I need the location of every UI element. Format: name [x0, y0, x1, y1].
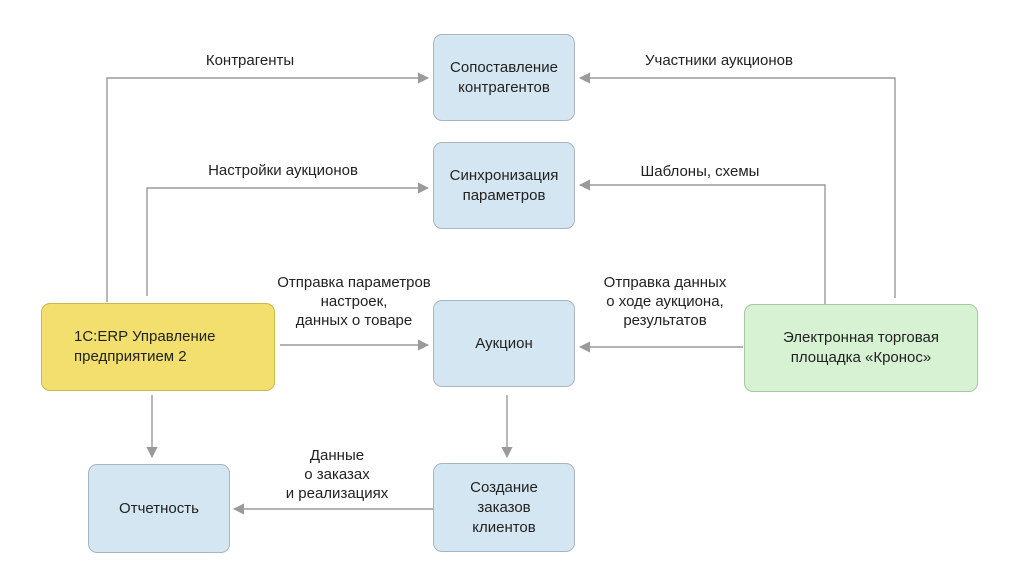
arrow-erp-to-sync [146, 182, 430, 296]
arrow-kronos-to-sync [578, 179, 826, 304]
node-counterparty-matching-label: Сопоставление контрагентов [450, 58, 558, 96]
node-counterparty-matching: Сопоставление контрагентов [433, 34, 575, 121]
edge-label-send-params: Отправка параметров настроек, данных о т… [277, 274, 431, 329]
node-kronos-platform-label: Электронная торговая площадка «Кронос» [783, 329, 939, 366]
node-reporting: Отчетность [88, 464, 230, 553]
edge-label-send-data: Отправка данных о ходе аукциона, результ… [603, 274, 727, 329]
node-erp: 1С:ERP Управление предприятием 2 [41, 303, 275, 391]
edge-label-counterparties: Контрагенты [205, 52, 295, 69]
node-reporting-label: Отчетность [119, 499, 199, 517]
node-auction-label: Аукцион [475, 334, 533, 352]
edge-label-auction-participants: Участники аукционов [645, 52, 793, 69]
edge-label-orders-data: Данные о заказах и реализациях [285, 447, 389, 502]
node-kronos-platform: Электронная торговая площадка «Кронос» [744, 304, 978, 392]
node-parameter-sync-label: Синхронизация параметров [449, 166, 559, 204]
node-auction: Аукцион [433, 300, 575, 387]
arrow-erp-to-match [106, 72, 430, 302]
node-parameter-sync: Синхронизация параметров [433, 142, 575, 229]
edge-label-auction-settings: Настройки аукционов [208, 162, 358, 179]
arrow-kronos-to-match [578, 72, 896, 298]
node-customer-orders-label: Создание заказов клиентов [470, 478, 538, 536]
node-erp-label: 1С:ERP Управление предприятием 2 [74, 328, 216, 365]
node-customer-orders: Создание заказов клиентов [433, 463, 575, 552]
edge-label-templates: Шаблоны, схемы [640, 163, 760, 180]
